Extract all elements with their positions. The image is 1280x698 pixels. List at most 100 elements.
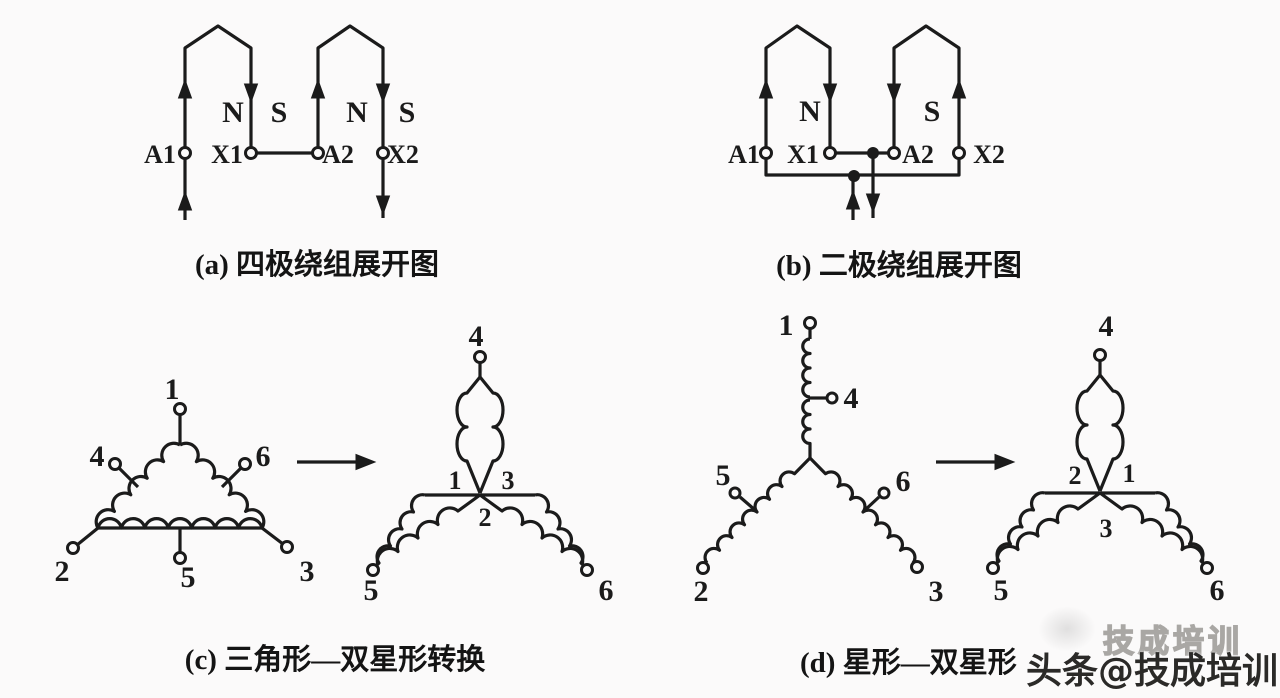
terminal-label-3: 3 bbox=[299, 555, 315, 588]
lead-terminal-6 bbox=[220, 466, 243, 489]
terminal-a2 bbox=[311, 146, 325, 160]
arrow-up-icon bbox=[177, 190, 193, 211]
watermark-ghost-logo bbox=[1038, 606, 1096, 652]
terminal-x2 bbox=[952, 146, 966, 160]
junction-dot bbox=[848, 170, 860, 182]
terminal-1 bbox=[173, 402, 187, 416]
arrow-up-icon bbox=[758, 78, 774, 99]
terminal-2 bbox=[696, 561, 710, 575]
watermark-ghost-text: 技成培训 bbox=[1102, 623, 1243, 661]
conversion-arrow-d bbox=[936, 453, 1016, 471]
terminal-a1 bbox=[759, 146, 773, 160]
node-label-3: 3 bbox=[501, 466, 515, 495]
terminal-x2 bbox=[376, 146, 390, 160]
terminal-label-6: 6 bbox=[598, 574, 614, 607]
diagram-a-art bbox=[177, 24, 391, 220]
arrow-up-icon bbox=[951, 78, 967, 99]
lead-terminal-4 bbox=[117, 466, 140, 489]
coil-a-left bbox=[183, 24, 253, 220]
terminal-5 bbox=[986, 561, 1000, 575]
diagram-c-doublestar-art bbox=[366, 350, 594, 577]
pole-label-n: N bbox=[799, 95, 821, 128]
upper-double-coil-left bbox=[1075, 373, 1102, 492]
terminal-label-a2: A2 bbox=[322, 140, 354, 169]
node-label-2: 2 bbox=[478, 503, 492, 532]
arrow-down-icon bbox=[886, 83, 902, 104]
terminal-label-x2: X2 bbox=[387, 140, 419, 169]
terminal-label-2: 2 bbox=[54, 555, 70, 588]
terminal-label-x2: X2 bbox=[973, 140, 1005, 169]
terminal-a2 bbox=[887, 146, 901, 160]
terminal-label-a1: A1 bbox=[728, 140, 760, 169]
tap-5-lead bbox=[738, 495, 757, 512]
terminal-a1 bbox=[178, 146, 192, 160]
arrow-down-icon bbox=[822, 83, 838, 104]
pole-label-s: S bbox=[270, 96, 288, 129]
terminal-6 bbox=[1200, 561, 1214, 575]
terminal-label-5: 5 bbox=[993, 574, 1009, 607]
watermark-text: 头条@技成培训 bbox=[1026, 651, 1279, 692]
terminal-2 bbox=[66, 541, 80, 555]
terminal-x1 bbox=[823, 146, 837, 160]
coil-b-outline bbox=[764, 24, 961, 177]
terminal-6 bbox=[580, 563, 594, 577]
left-branch-coil bbox=[703, 456, 812, 564]
terminal-label-6: 6 bbox=[1209, 574, 1225, 607]
pole-label-s: S bbox=[923, 95, 941, 128]
terminal-6 bbox=[877, 486, 891, 500]
terminal-4 bbox=[825, 391, 839, 405]
terminal-4 bbox=[1093, 348, 1107, 362]
terminal-label-x1: X1 bbox=[787, 140, 819, 169]
terminal-label-4: 4 bbox=[89, 440, 105, 473]
conversion-arrow-c bbox=[297, 453, 377, 471]
terminal-4 bbox=[473, 350, 487, 364]
arrow-down-icon bbox=[375, 195, 391, 216]
terminal-label-a1: A1 bbox=[144, 140, 176, 169]
terminal-label-5: 5 bbox=[715, 459, 731, 492]
terminal-label-a2: A2 bbox=[902, 140, 934, 169]
right-inner-coil bbox=[1099, 491, 1205, 564]
left-outer-coil bbox=[374, 493, 426, 568]
right-inner-coil bbox=[479, 493, 585, 566]
right-outer-coil bbox=[534, 493, 586, 568]
terminal-label-5: 5 bbox=[363, 574, 379, 607]
terminal-label-6: 6 bbox=[895, 465, 911, 498]
node-label-1: 1 bbox=[448, 466, 462, 495]
diagram-c-delta-art bbox=[66, 402, 294, 565]
upper-double-coil-right bbox=[1098, 373, 1125, 492]
lead-terminal-2 bbox=[75, 526, 100, 547]
diagram-d-doublestar-art bbox=[986, 348, 1214, 575]
terminal-3 bbox=[280, 540, 294, 554]
right-outer-coil bbox=[1154, 491, 1206, 566]
arrow-up-icon bbox=[310, 78, 326, 99]
diagram-d-star-art bbox=[696, 316, 924, 575]
left-outer-coil bbox=[994, 491, 1046, 566]
terminal-3 bbox=[910, 560, 924, 574]
diagram-b-art bbox=[758, 24, 967, 220]
caption-b: (b) 二极绕组展开图 bbox=[776, 250, 1022, 282]
terminal-x1 bbox=[244, 146, 258, 160]
node-label-3: 3 bbox=[1099, 514, 1113, 543]
terminal-label-4: 4 bbox=[468, 320, 484, 353]
tap-6-lead bbox=[863, 495, 881, 512]
terminal-5 bbox=[728, 486, 742, 500]
terminal-label-5: 5 bbox=[180, 561, 196, 594]
pole-label-n: N bbox=[222, 96, 244, 129]
terminal-5 bbox=[366, 563, 380, 577]
arrow-down-icon bbox=[375, 83, 391, 104]
left-inner-coil bbox=[995, 491, 1101, 564]
upper-double-coil-right bbox=[478, 375, 505, 494]
terminal-6 bbox=[238, 457, 252, 471]
terminal-label-4: 4 bbox=[843, 382, 859, 415]
terminal-label-1: 1 bbox=[778, 309, 794, 342]
terminal-4 bbox=[108, 457, 122, 471]
upper-double-coil-left bbox=[455, 375, 482, 494]
terminal-label-4: 4 bbox=[1098, 310, 1114, 343]
top-coil-upper bbox=[801, 337, 812, 399]
arrow-up-icon bbox=[845, 189, 861, 210]
lead-terminal-3 bbox=[261, 526, 284, 546]
terminal-1 bbox=[803, 316, 817, 330]
left-inner-coil bbox=[375, 493, 481, 566]
arrow-right-icon bbox=[994, 453, 1016, 471]
delta-bottom-coil bbox=[96, 517, 264, 530]
